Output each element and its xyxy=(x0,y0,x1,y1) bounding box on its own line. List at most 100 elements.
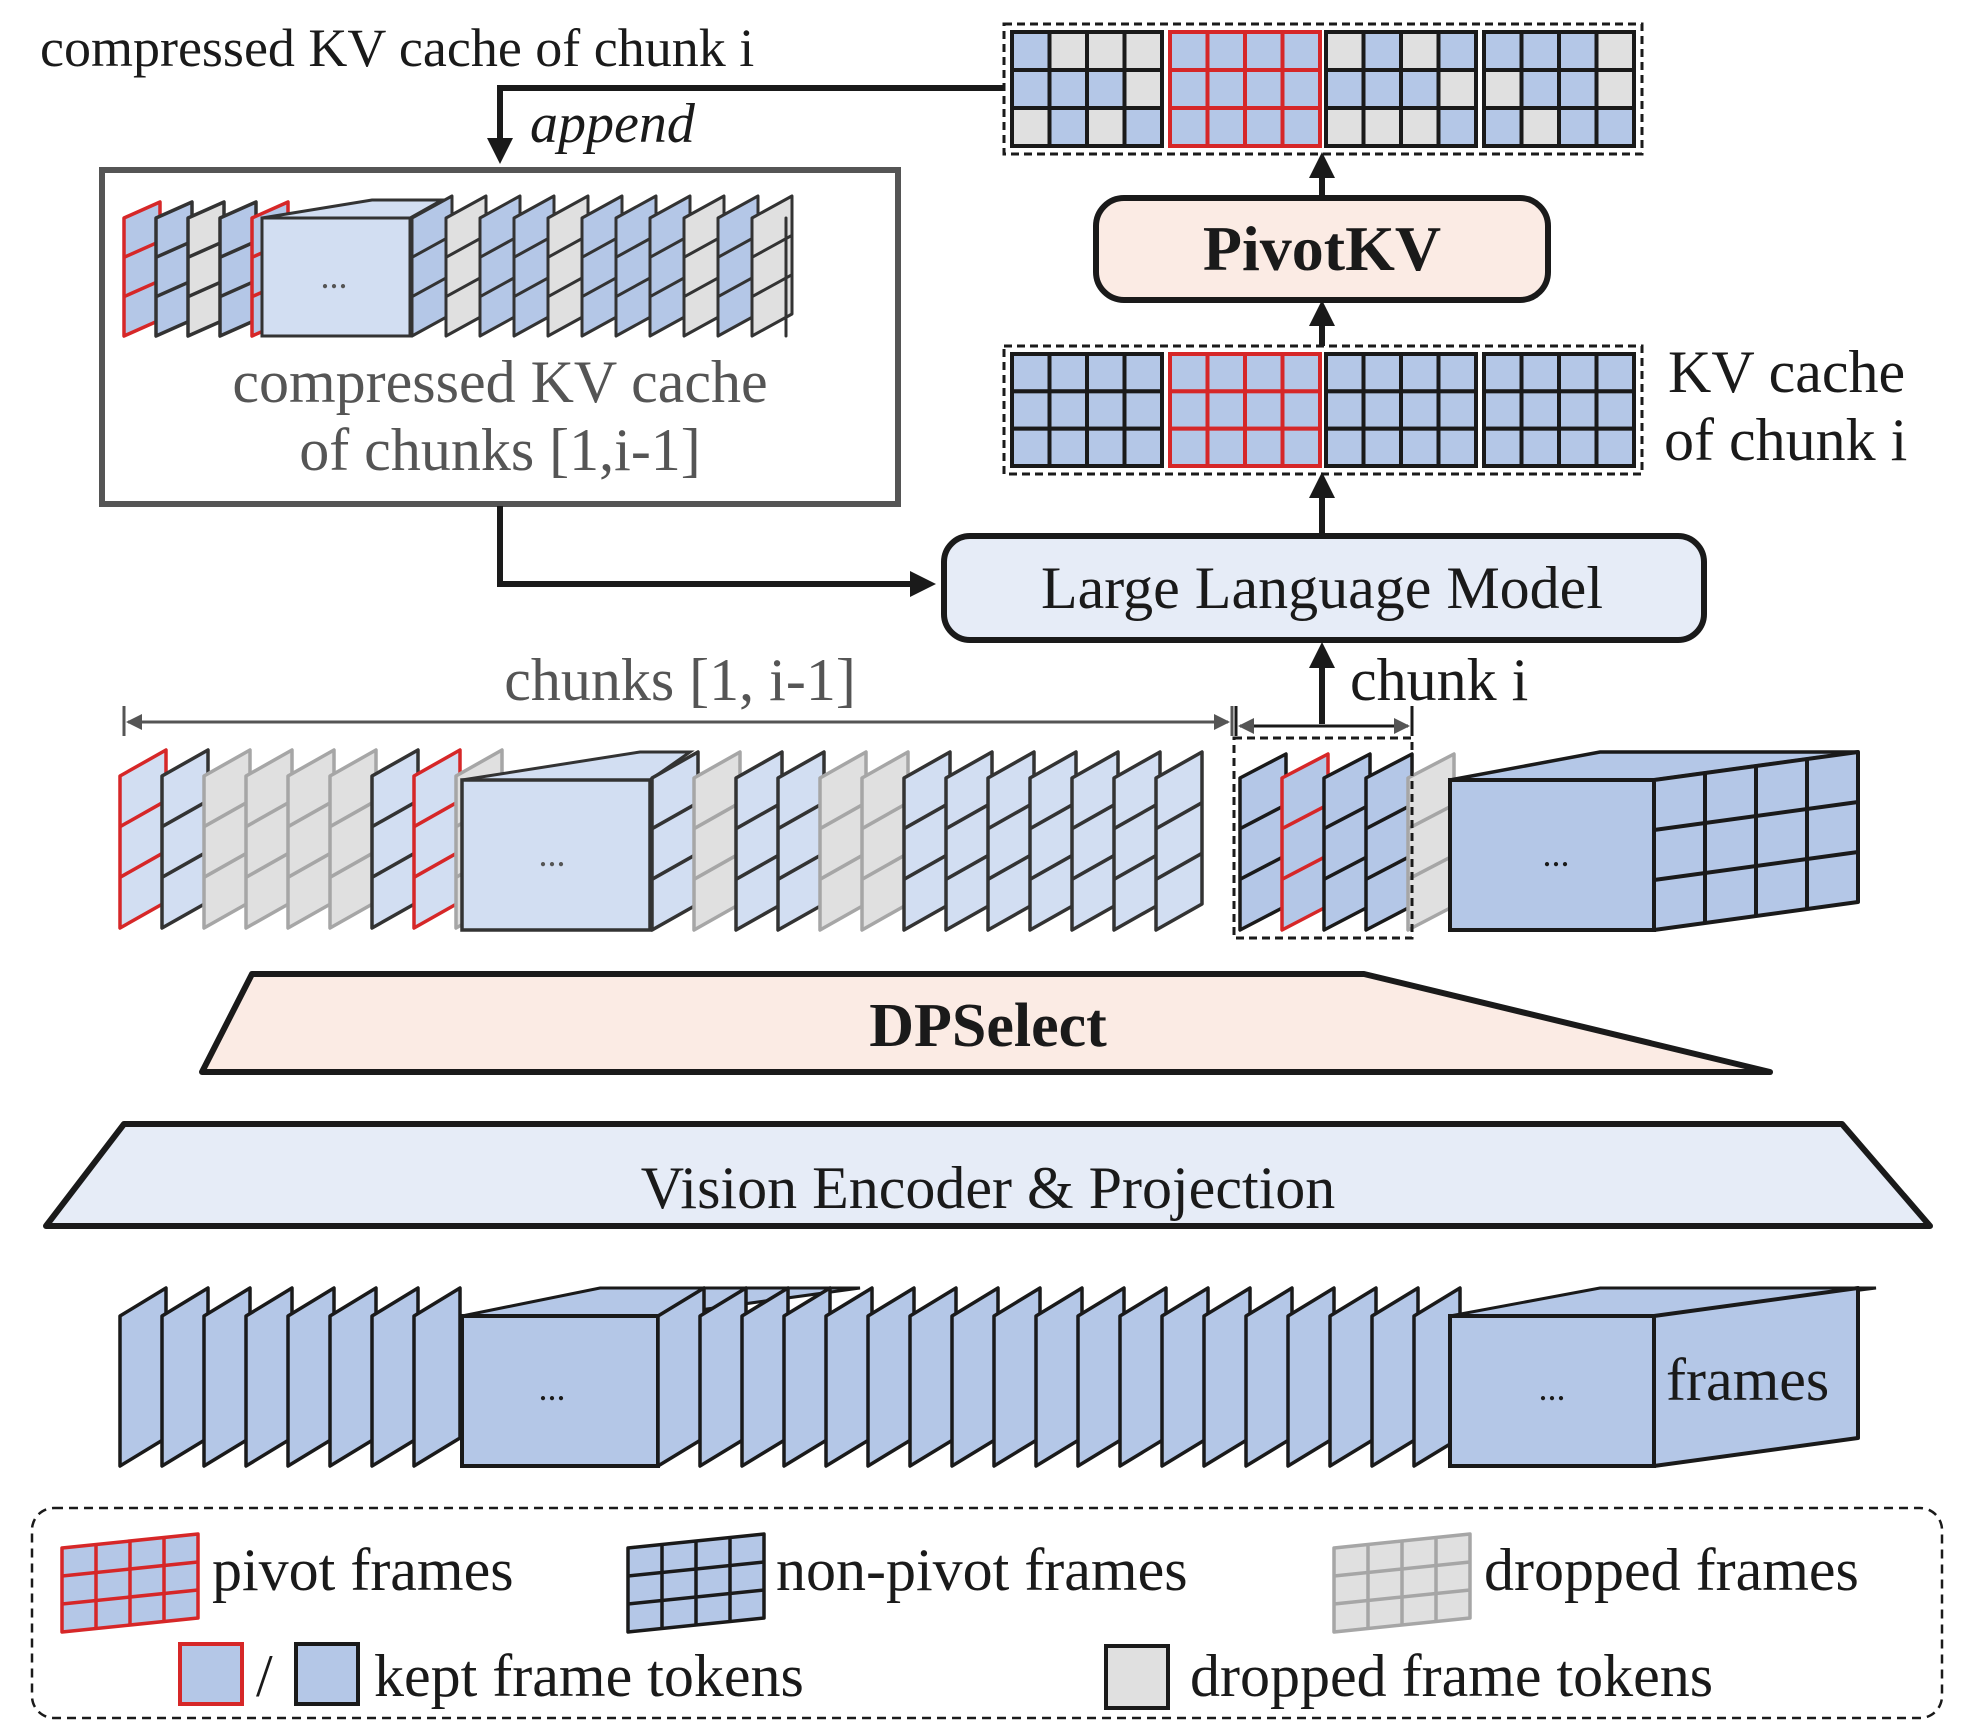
top-grid-cell xyxy=(1280,106,1322,148)
prev-to-llm-arrow xyxy=(497,506,936,597)
top-grid-cell xyxy=(1361,30,1403,72)
frame-row-line xyxy=(155,279,193,299)
kv-grid-cell xyxy=(1280,426,1322,468)
top-grid-cell xyxy=(1280,68,1322,110)
mid-ellipsis-1: ... xyxy=(539,834,566,874)
kv-grid-cell xyxy=(1324,426,1366,468)
input-frame xyxy=(950,1286,1000,1468)
frame-row-line xyxy=(1155,801,1203,831)
top-grid-cell xyxy=(1482,30,1524,72)
llm-module xyxy=(941,533,1707,643)
legend-kept-tokens-label: kept frame tokens xyxy=(374,1643,804,1709)
input-frame xyxy=(1076,1286,1126,1468)
top-grid-cell xyxy=(1482,68,1524,110)
legend-pivot-label: pivot frames xyxy=(212,1537,514,1603)
mid-frame xyxy=(860,750,910,932)
frame-row-line xyxy=(1113,801,1161,831)
mid-frame xyxy=(202,748,252,930)
top-grid-cell xyxy=(1436,30,1478,72)
prev-ellipsis: ... xyxy=(321,256,348,296)
top-grid-cell xyxy=(1557,68,1599,110)
compressed-prev-label-2: of chunks [1,i-1] xyxy=(299,417,701,483)
frame-row-line xyxy=(1029,851,1077,881)
input-frame xyxy=(1370,1286,1420,1468)
mid-frame xyxy=(734,750,784,932)
mid-frame xyxy=(944,750,994,932)
legend-pivot-icon xyxy=(60,1532,200,1634)
top-grid-cell xyxy=(1519,106,1561,148)
kv-grid-cell xyxy=(1557,352,1599,394)
kv-grid-cell xyxy=(1482,426,1524,468)
top-grid-cell xyxy=(1168,106,1210,148)
kv-grid-cell xyxy=(1047,426,1089,468)
kv-grid-cell xyxy=(1594,426,1636,468)
mid-frame xyxy=(370,748,420,930)
frame-row-line xyxy=(987,851,1035,881)
top-grid-cell xyxy=(1010,106,1052,148)
frame-row-line xyxy=(329,849,377,879)
mid-frame xyxy=(1112,750,1162,932)
kv-grid-cell xyxy=(1010,389,1052,431)
kv-grid-cell xyxy=(1280,389,1322,431)
kv-grid-cell xyxy=(1519,426,1561,468)
kv-grid-cell xyxy=(1047,389,1089,431)
kv-grid-cell xyxy=(1324,389,1366,431)
kv-grid-cell xyxy=(1324,352,1366,394)
mid-frame xyxy=(118,748,168,930)
top-grid-cell xyxy=(1557,30,1599,72)
input-frame xyxy=(118,1286,168,1468)
bot-ellipsis-2: ... xyxy=(1539,1368,1566,1408)
dpselect-label: DPSelect xyxy=(869,992,1107,1060)
frame-row-line xyxy=(819,801,867,831)
frame-row-line xyxy=(155,239,193,259)
top-grid-cell xyxy=(1010,30,1052,72)
input-frame xyxy=(866,1286,916,1468)
chunk-i-frame xyxy=(1406,752,1456,932)
input-frame xyxy=(286,1286,336,1468)
kv-grid-cell xyxy=(1557,426,1599,468)
top-grid-cell xyxy=(1168,68,1210,110)
top-grid-cell xyxy=(1205,68,1247,110)
frame-row-line xyxy=(693,801,741,831)
dpselect-module xyxy=(199,971,1773,1075)
kv-grid-cell xyxy=(1168,389,1210,431)
top-grid-cell xyxy=(1205,30,1247,72)
input-frame xyxy=(782,1286,832,1468)
frame-row-line xyxy=(287,799,335,829)
mid-frame xyxy=(650,750,700,932)
top-grid-cell xyxy=(1085,68,1127,110)
top-grid-cell xyxy=(1085,30,1127,72)
top-grid-cell xyxy=(1436,68,1478,110)
frame-row-line xyxy=(123,239,161,259)
frame-row-line xyxy=(651,851,699,881)
frame-row-line xyxy=(1407,803,1455,831)
frame-row-line xyxy=(861,801,909,831)
bot-block-1-face xyxy=(460,1314,660,1468)
compressed-kv-grid-chunk-i xyxy=(1002,22,1644,156)
frame-row-line xyxy=(1155,851,1203,881)
top-grid-cell xyxy=(1243,106,1285,148)
frame-row-line xyxy=(1113,851,1161,881)
kv-grid-cell xyxy=(1280,352,1322,394)
kv-grid-cell xyxy=(1399,426,1441,468)
frame-row-line xyxy=(693,851,741,881)
input-frame xyxy=(824,1286,874,1468)
input-frames-row xyxy=(118,1286,1877,1468)
input-frame xyxy=(698,1286,748,1468)
mid-frame xyxy=(986,750,1036,932)
chunk-i-frame xyxy=(1280,752,1330,932)
top-grid-cell xyxy=(1399,30,1441,72)
mid-frame xyxy=(244,748,294,930)
append-label: append xyxy=(530,93,696,155)
top-grid-cell xyxy=(1399,106,1441,148)
input-frame xyxy=(1118,1286,1168,1468)
frame-row-line xyxy=(861,851,909,881)
mid-frame xyxy=(692,750,742,932)
legend-dropped-icon xyxy=(1332,1532,1472,1634)
input-frame xyxy=(1160,1286,1210,1468)
chunk-i-dashed-border xyxy=(1232,736,1414,940)
frame-row-line xyxy=(245,849,293,879)
frame-row-line xyxy=(187,279,225,299)
top-grid-cell xyxy=(1324,106,1366,148)
